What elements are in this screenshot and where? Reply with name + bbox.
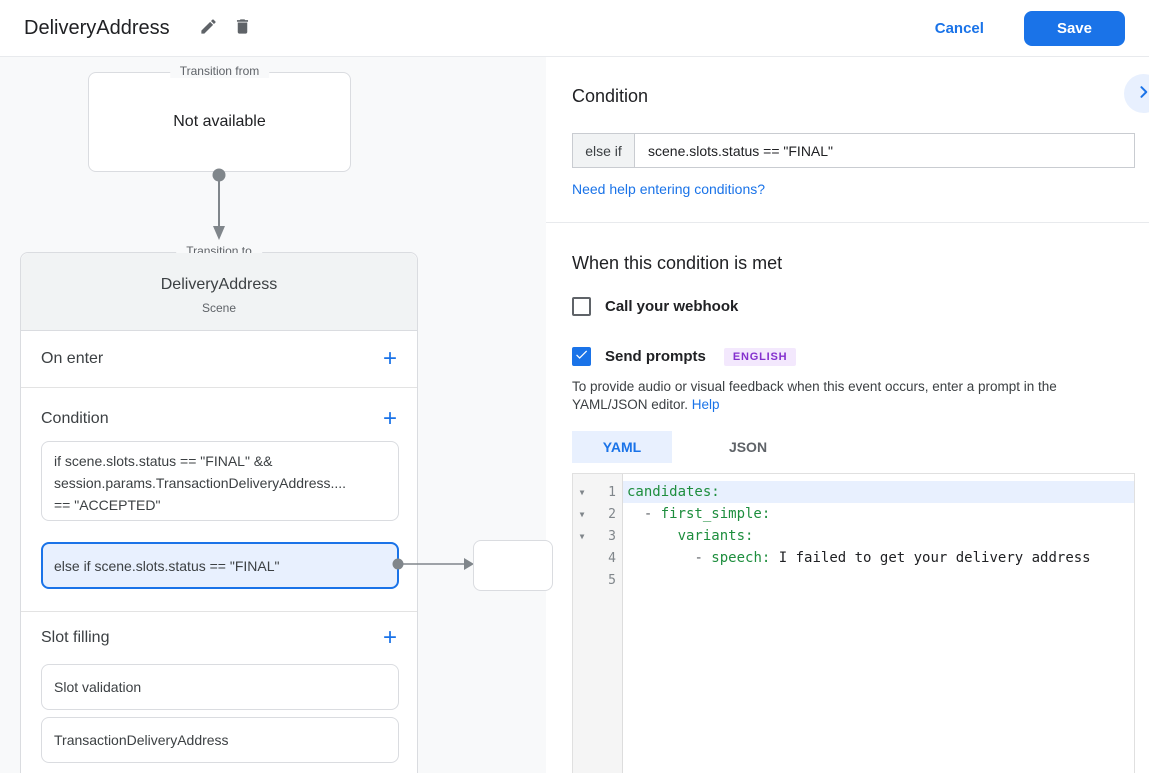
condition-expression-field: else if scene.slots.status == "FINAL" (572, 133, 1135, 168)
fold-arrow-icon[interactable]: ▼ (579, 531, 585, 541)
transition-target-box[interactable] (473, 540, 553, 591)
section-divider (21, 611, 417, 612)
code-token: speech: (711, 550, 771, 566)
panel-title: Condition (572, 86, 649, 106)
webhook-checkbox[interactable] (572, 297, 591, 316)
transition-to-card: Transition to DeliveryAddress Scene On e… (20, 244, 418, 773)
editor-format-tabs: YAML JSON (572, 431, 798, 463)
fold-arrow-icon[interactable]: ▼ (579, 487, 585, 497)
add-on-enter-button[interactable]: + (382, 345, 397, 372)
help-link[interactable]: Help (691, 396, 720, 412)
condition-section-header: Condition + (41, 403, 397, 435)
editor-gutter (573, 474, 623, 773)
line-number: 1 (608, 484, 616, 500)
code-token (627, 528, 678, 544)
pencil-icon (199, 17, 218, 39)
tab-yaml[interactable]: YAML (572, 431, 672, 463)
editor-line-gutter: ▼1 (573, 481, 623, 503)
editor-line-gutter: ▼3 (573, 525, 623, 547)
editor-line[interactable]: 5 (573, 569, 1134, 591)
line-number: 5 (608, 572, 616, 588)
editor-line[interactable]: ▼3 variants: (573, 525, 1134, 547)
condition-detail-panel: Condition else if scene.slots.status == … (546, 57, 1149, 773)
add-slot-button[interactable]: + (382, 624, 397, 651)
condition-prefix-label: else if (573, 134, 635, 167)
code-token: variants: (677, 528, 754, 544)
conditions-help-link[interactable]: Need help entering conditions? (572, 181, 766, 197)
code-line[interactable] (623, 569, 1134, 591)
code-token: I failed to get your delivery address (770, 550, 1091, 566)
code-line[interactable]: - speech: I failed to get your delivery … (623, 547, 1134, 569)
scene-card-header[interactable]: DeliveryAddress Scene (21, 253, 417, 331)
slot-transaction-item[interactable]: TransactionDeliveryAddress (41, 717, 399, 763)
prompt-description-text: To provide audio or visual feedback when… (572, 379, 1057, 412)
chevron-right-icon (1135, 83, 1149, 104)
condition-item-1[interactable]: if scene.slots.status == "FINAL" && sess… (41, 441, 399, 521)
editor-line[interactable]: ▼2 - first_simple: (573, 503, 1134, 525)
code-token: first_simple: (660, 506, 771, 522)
code-token: - (643, 506, 661, 522)
language-badge: ENGLISH (723, 347, 797, 366)
code-line[interactable]: variants: (623, 525, 1134, 547)
page-title: DeliveryAddress (24, 16, 170, 39)
webhook-row: Call your webhook (572, 297, 738, 316)
editor-line-gutter: 4 (573, 547, 623, 569)
fold-arrow-icon[interactable]: ▼ (579, 509, 585, 519)
editor-line-gutter: 5 (573, 569, 623, 591)
code-line[interactable]: - first_simple: (623, 503, 1134, 525)
flow-diagram-panel: Transition from Not available Transition… (0, 57, 553, 773)
panel-divider (546, 222, 1149, 223)
check-icon (574, 347, 589, 367)
prompt-description: To provide audio or visual feedback when… (572, 378, 1130, 413)
on-enter-label: On enter (41, 350, 104, 367)
scene-type-label: Scene (201, 301, 237, 315)
editor-line[interactable]: 4 - speech: I failed to get your deliver… (573, 547, 1134, 569)
slot-filling-section-header: Slot filling + (41, 622, 397, 654)
condition-expression-input[interactable]: scene.slots.status == "FINAL" (648, 142, 834, 159)
header-bar: DeliveryAddress Cancel Save (0, 0, 1149, 57)
code-token (627, 506, 644, 522)
save-button[interactable]: Save (1023, 10, 1125, 46)
when-condition-met-title: When this condition is met (572, 253, 783, 273)
transition-from-box[interactable]: Transition from Not available (88, 64, 351, 172)
webhook-label: Call your webhook (605, 298, 739, 315)
line-number: 4 (608, 550, 616, 566)
condition-section-label: Condition (41, 410, 109, 427)
tab-json[interactable]: JSON (728, 439, 768, 455)
add-condition-button[interactable]: + (382, 405, 397, 432)
flow-down-arrow (212, 168, 226, 240)
scene-name: DeliveryAddress (160, 276, 278, 293)
send-prompts-checkbox[interactable] (572, 347, 591, 366)
on-enter-section: On enter + (21, 331, 417, 388)
collapse-panel-button[interactable] (1124, 74, 1149, 113)
slot-validation-item[interactable]: Slot validation (41, 664, 399, 710)
edit-name-button[interactable] (192, 11, 226, 45)
code-token: candidates: (627, 484, 720, 500)
transition-from-value: Not available (173, 113, 266, 130)
code-token: - (694, 550, 712, 566)
code-line[interactable]: candidates: (623, 481, 1134, 503)
condition-item-2-selected[interactable]: else if scene.slots.status == "FINAL" (41, 542, 399, 589)
line-number: 3 (608, 528, 616, 544)
editor-line-gutter: ▼2 (573, 503, 623, 525)
cancel-button[interactable]: Cancel (934, 19, 984, 37)
code-token (627, 550, 694, 566)
condition-connector-arrow (392, 558, 474, 570)
delete-scene-button[interactable] (226, 11, 260, 45)
send-prompts-label: Send prompts (605, 348, 706, 365)
trash-icon (233, 17, 252, 39)
transition-from-legend: Transition from (169, 64, 270, 78)
slot-filling-label: Slot filling (41, 629, 110, 646)
line-number: 2 (608, 506, 616, 522)
send-prompts-row: Send prompts ENGLISH (572, 347, 797, 366)
